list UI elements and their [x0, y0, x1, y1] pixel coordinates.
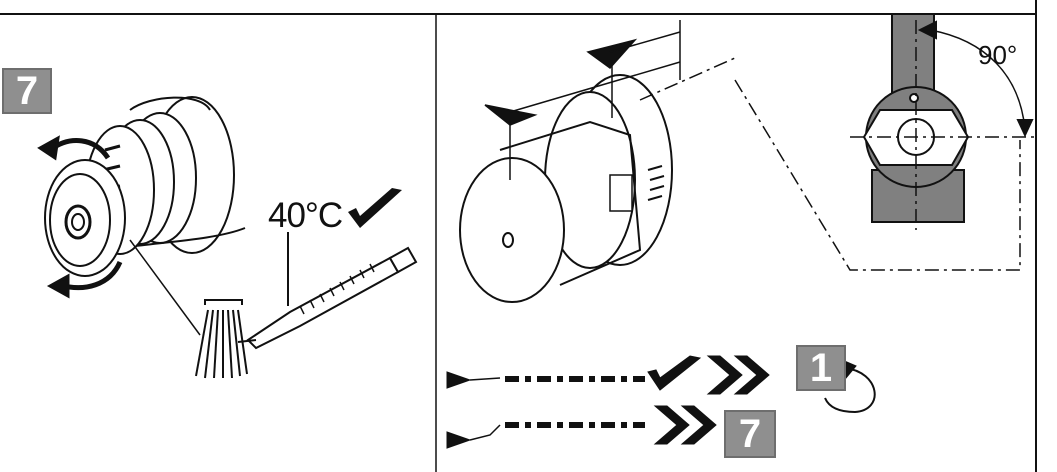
angle-label: 90° — [978, 40, 1018, 70]
water-spray-icon — [129, 239, 248, 379]
check-icon — [348, 188, 402, 228]
step-badge-flow-2: 7 — [724, 410, 776, 458]
flow-row-2 — [446, 405, 717, 449]
check-icon — [647, 355, 702, 391]
step-badge-left: 7 — [2, 68, 52, 114]
rotate-arrows — [37, 135, 123, 299]
chevron-right-icon — [733, 355, 770, 395]
step-badge-flow-1: 1 — [796, 345, 846, 391]
chevron-right-icon — [680, 405, 717, 445]
flow-row-1 — [446, 355, 876, 414]
cartridge-left — [44, 96, 246, 277]
alignment-markers — [484, 20, 1021, 271]
cartridge-right — [459, 74, 673, 303]
chevron-right-icon — [653, 405, 690, 445]
return-arrow-icon — [824, 367, 876, 414]
valve-top-view — [850, 13, 1036, 230]
temperature-label: 40°C — [268, 196, 343, 235]
chevron-right-icon — [706, 355, 743, 395]
thermometer-icon — [237, 232, 418, 350]
